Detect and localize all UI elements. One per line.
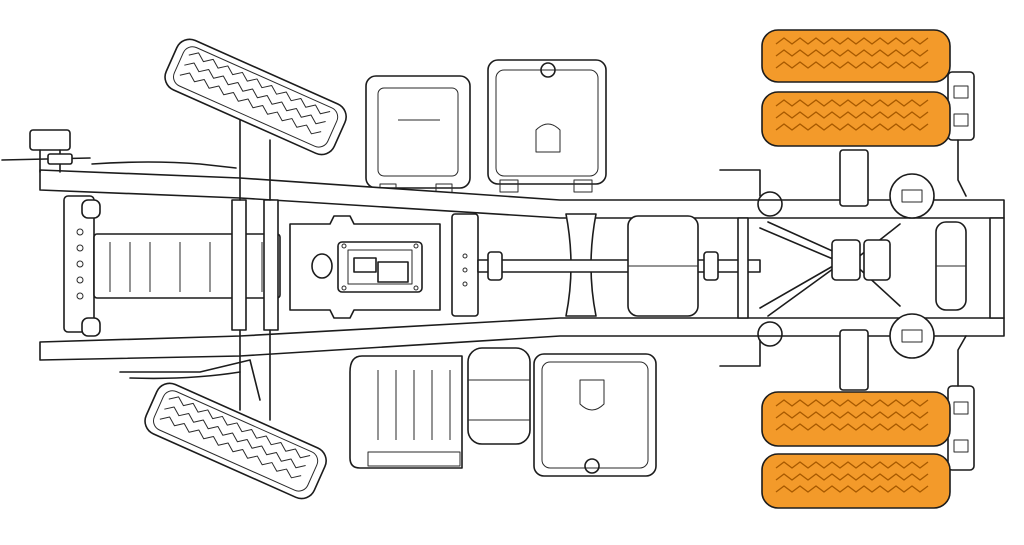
rear-wheel-flanges (947, 71, 975, 471)
front-crossmember (63, 195, 281, 337)
air-reservoir-lower (467, 347, 531, 445)
mid-crossmember-rear (627, 215, 749, 319)
front-axle-beam (91, 119, 279, 421)
rear-inner-left-tire (761, 91, 951, 147)
rear-outer-left-tire (761, 29, 951, 83)
rear-suspension (719, 149, 901, 391)
fuel-tank-lower (533, 353, 657, 477)
front-right-tire (144, 382, 327, 500)
rear-dual-tires (761, 29, 951, 509)
battery-box (365, 75, 471, 195)
frame-rail-lower (39, 317, 1005, 361)
fuel-tank-upper (487, 59, 607, 193)
front-left-tire (164, 38, 347, 156)
rear-end-crossmember (989, 217, 1005, 319)
driveshaft (477, 251, 761, 281)
rear-inner-right-tire (761, 391, 951, 447)
rear-axle-hubs (889, 173, 967, 359)
engine-transmission (289, 215, 441, 319)
rear-outer-right-tire (761, 453, 951, 509)
air-tank-box-lower (349, 355, 463, 469)
steering-gear (1, 129, 91, 173)
